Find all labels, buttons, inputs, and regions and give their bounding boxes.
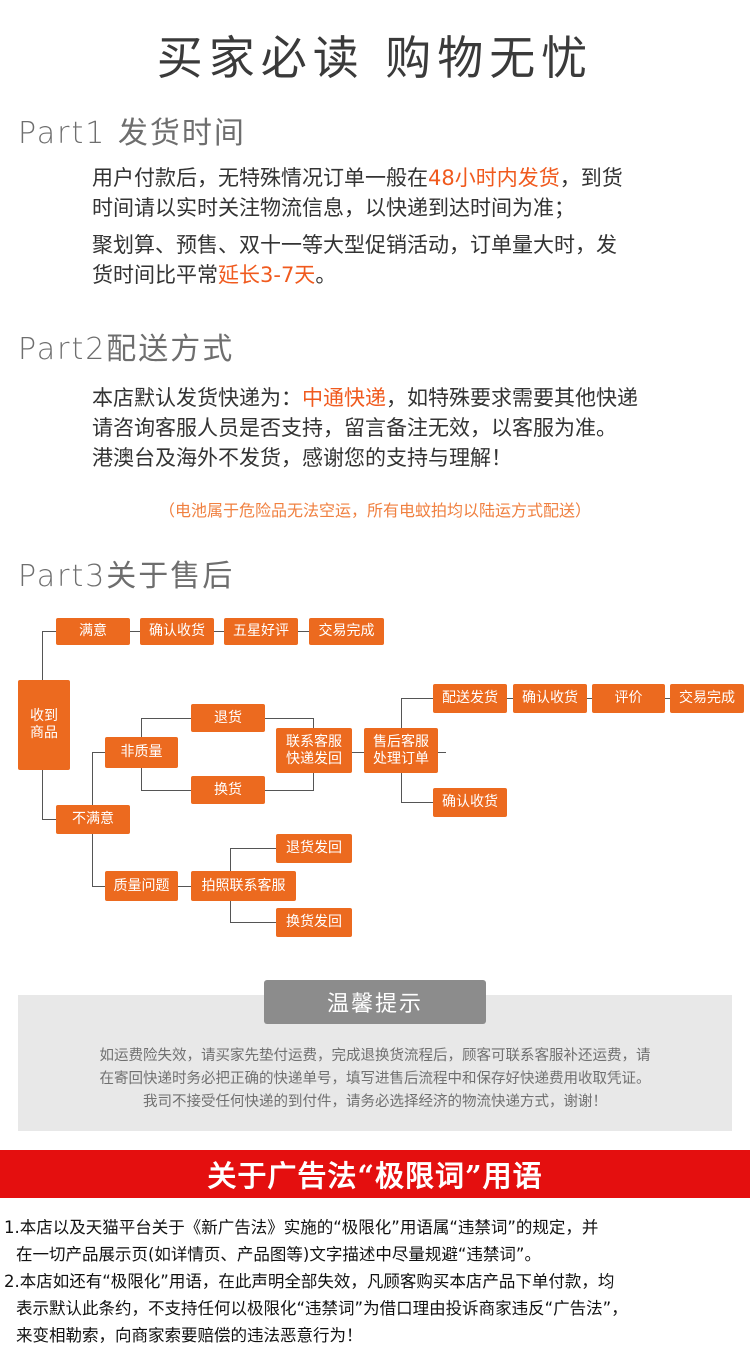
flow-deal-done: 交易完成 — [309, 618, 384, 645]
shipping-note: （电池属于危险品无法空运，所有电蚊拍均以陆运方式配送） — [158, 501, 591, 520]
p3-line2: 请咨询客服人员是否支持，留言备注无效，以客服为准。 — [92, 416, 617, 440]
flow-not-satisfied: 不满意 — [56, 805, 130, 834]
flow-quality-issue: 质量问题 — [105, 871, 178, 901]
flow-confirm-receipt: 确认收货 — [140, 618, 214, 645]
part2-paragraph: 本店默认发货快递为：中通快递，如特殊要求需要其他快递 请咨询客服人员是否支持，留… — [92, 383, 712, 473]
connector — [141, 718, 191, 719]
flow-photo-contact-cs: 拍照联系客服 — [191, 871, 296, 901]
connector — [265, 718, 313, 719]
p3-line3: 港澳台及海外不发货，感谢您的支持与理解！ — [92, 446, 512, 470]
connector — [352, 752, 364, 753]
flow-return-back: 退货发回 — [276, 834, 352, 863]
connector — [42, 631, 56, 632]
law-item2-line1: 2.本店如还有“极限化”用语，在此声明全部失效，凡顾客购买本店产品下单付款，均 — [4, 1272, 615, 1291]
flow-confirm-receipt-2: 确认收货 — [513, 684, 587, 713]
flow-satisfied: 满意 — [56, 618, 130, 645]
part1-paragraph1: 用户付款后，无特殊情况订单一般在48小时内发货，到货 时间请以实时关注物流信息，… — [92, 163, 712, 223]
connector — [401, 698, 433, 699]
connector — [92, 752, 105, 753]
connector — [401, 802, 433, 803]
connector — [587, 698, 592, 699]
p1-text: 用户付款后，无特殊情况订单一般在 — [92, 166, 428, 190]
flow-confirm-receipt-3: 确认收货 — [433, 788, 507, 817]
p3-text-end: ，如特殊要求需要其他快递 — [386, 386, 638, 410]
connector — [265, 790, 313, 791]
law-item1: 1.本店以及天猫平台关于《新广告法》实施的“极限化”用语属“违禁词”的规定，并 … — [4, 1214, 748, 1268]
part3-title: Part3关于售后 — [18, 559, 235, 594]
p1-highlight: 48小时内发货 — [428, 166, 560, 190]
flow-five-star: 五星好评 — [224, 618, 298, 645]
flow-exchange: 换货 — [191, 776, 265, 804]
law-item1-line1: 1.本店以及天猫平台关于《新广告法》实施的“极限化”用语属“违禁词”的规定，并 — [4, 1218, 599, 1237]
flow-after-sales-cs: 售后客服 处理订单 — [364, 728, 438, 773]
law-item2-line3: 来变相勒索，向商家索要赔偿的违法恶意行为！ — [16, 1326, 363, 1345]
connector — [130, 631, 140, 632]
connector — [214, 631, 224, 632]
ad-law-banner: 关于广告法“极限词”用语 — [0, 1150, 750, 1198]
law-item1-line2: 在一切产品展示页(如详情页、产品图等)文字描述中尽量规避“违禁词”。 — [16, 1245, 541, 1264]
p2-highlight: 延长3-7天 — [218, 263, 316, 287]
connector — [313, 773, 314, 791]
part1-title: Part1 发货时间 — [18, 116, 246, 151]
tips-line3: 我司不接受任何快递的到付件，请务必选择经济的物流快递方式，谢谢！ — [143, 1094, 607, 1110]
p2-text-end: 。 — [315, 263, 337, 287]
flow-deal-done-2: 交易完成 — [670, 684, 744, 713]
p3-text: 本店默认发货快递为： — [92, 386, 302, 410]
flow-receive-goods: 收到 商品 — [18, 680, 70, 770]
part2-title: Part2配送方式 — [18, 332, 235, 367]
p3-highlight: 中通快递 — [302, 386, 386, 410]
connector — [230, 848, 276, 849]
tips-line2: 在寄回快递时务必把正确的快递单号，填写进售后流程中和保存好快递费用收取凭证。 — [99, 1071, 651, 1087]
part1-paragraph2: 聚划算、预售、双十一等大型促销活动，订单量大时，发 货时间比平常延长3-7天。 — [92, 230, 712, 290]
connector — [298, 631, 309, 632]
p2-text: 货时间比平常 — [92, 263, 218, 287]
connector — [92, 886, 105, 887]
flow-contact-cs: 联系客服 快递发回 — [276, 728, 352, 773]
connector — [42, 819, 56, 820]
law-item2-line2: 表示默认此条约，不支持任何以极限化“违禁词”为借口理由投诉商家违反“广告法”， — [16, 1299, 628, 1318]
connector — [313, 718, 314, 728]
tips-title: 温馨提示 — [264, 980, 486, 1024]
connector — [230, 922, 276, 923]
connector — [507, 698, 513, 699]
flow-ship: 配送发货 — [433, 684, 507, 713]
connector — [178, 886, 191, 887]
p1-text-end: ，到货 — [559, 166, 623, 190]
flow-exchange-back: 换货发回 — [276, 908, 352, 937]
page-title: 买家必读 购物无忧 — [156, 31, 594, 85]
flow-review: 评价 — [592, 684, 665, 713]
connector — [438, 752, 446, 753]
p1-line2: 时间请以实时关注物流信息，以快递到达时间为准； — [92, 196, 575, 220]
flow-non-quality: 非质量 — [105, 737, 178, 768]
connector — [665, 698, 670, 699]
connector — [141, 790, 191, 791]
law-item2: 2.本店如还有“极限化”用语，在此声明全部失效，凡顾客购买本店产品下单付款，均 … — [4, 1268, 748, 1349]
tips-line1: 如运费险失效，请买家先垫付运费，完成退换货流程后，顾客可联系客服补还运费，请 — [99, 1048, 651, 1064]
p2-line1: 聚划算、预售、双十一等大型促销活动，订单量大时，发 — [92, 233, 617, 257]
flow-return: 退货 — [191, 704, 265, 732]
